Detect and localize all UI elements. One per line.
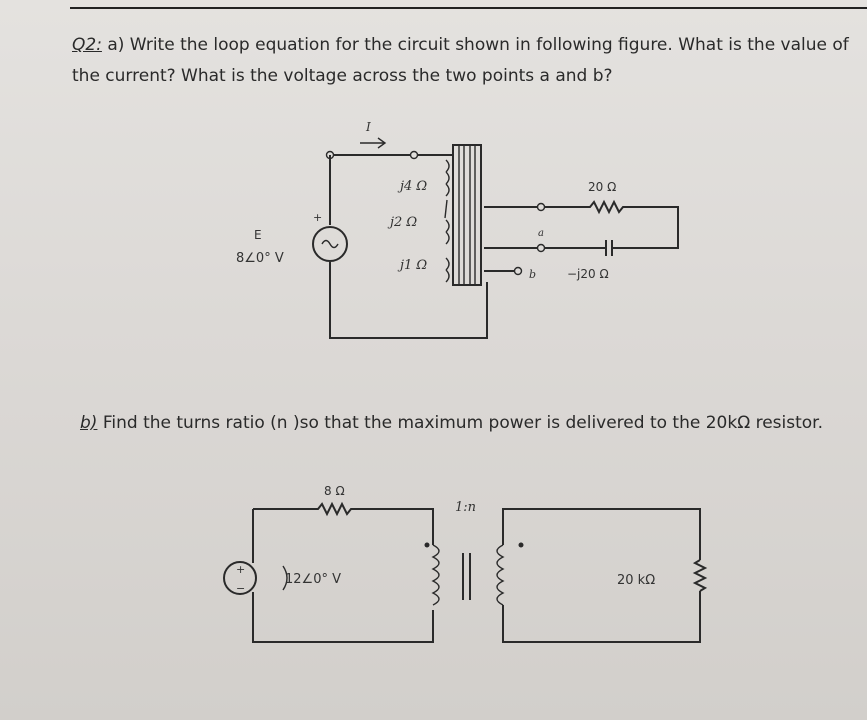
node-a-label: a [538,228,544,239]
coil-core [452,144,482,286]
secondary-dot [518,542,524,548]
top-rule [70,7,867,9]
source-12v-value: 12∠0° V [285,572,341,587]
label-j1: j1 Ω [397,258,427,273]
coupling-arrow [444,199,448,219]
terminal-r20 [536,202,546,212]
ac-source-icon [312,226,348,262]
src-minus: − [236,582,245,595]
core-lines [458,145,476,285]
label-cap: −j20 Ω [567,267,609,281]
node-b-label: b [529,268,536,281]
question-part-b: b) Find the turns ratio (n )so that the … [80,408,860,439]
resistor-8 [253,501,434,545]
label-r20: 20 Ω [588,180,616,194]
resistor-20 [545,199,679,249]
wire-secondary-bottom [502,591,701,643]
source-plus: + [313,211,322,224]
primary-coil [431,544,440,606]
secondary-coil [496,544,505,606]
source-bracket [282,565,288,591]
terminal-b [513,266,523,276]
current-label: I [365,120,371,134]
coil-j1 [445,257,450,283]
current-arrow-icon [360,137,387,149]
terminal-a [536,243,546,253]
turns-ratio: 1:n [455,500,476,515]
question-part-a: Q2: a) Write the loop equation for the c… [72,30,852,92]
coil-j4 [445,159,450,197]
terminal-left [325,150,335,160]
voltage-source-icon [223,561,257,595]
source-name: E [254,228,262,242]
wire-bottom-return [329,262,488,339]
question-a-text: a) Write the loop equation for the circu… [72,35,849,86]
transformer-core [462,553,471,600]
src-plus: + [236,563,245,576]
question-b-text: Find the turns ratio (n )so that the max… [102,413,824,433]
resistor-20k [692,559,708,592]
primary-dot [424,542,430,548]
label-j2: j2 Ω [387,215,417,230]
question-number: Q2: [72,35,102,55]
load-label: 20 kΩ [617,573,655,588]
label-r8: 8 Ω [324,484,345,498]
source-value: 8∠0° V [236,251,284,266]
part-b-label: b) [80,413,98,433]
terminal-top [409,150,419,160]
label-j4: j4 Ω [397,179,427,194]
coil-j2 [445,219,450,245]
wire-primary-bottom [252,592,434,643]
sine-wave-icon [321,239,339,249]
wire-secondary-top [502,508,701,560]
